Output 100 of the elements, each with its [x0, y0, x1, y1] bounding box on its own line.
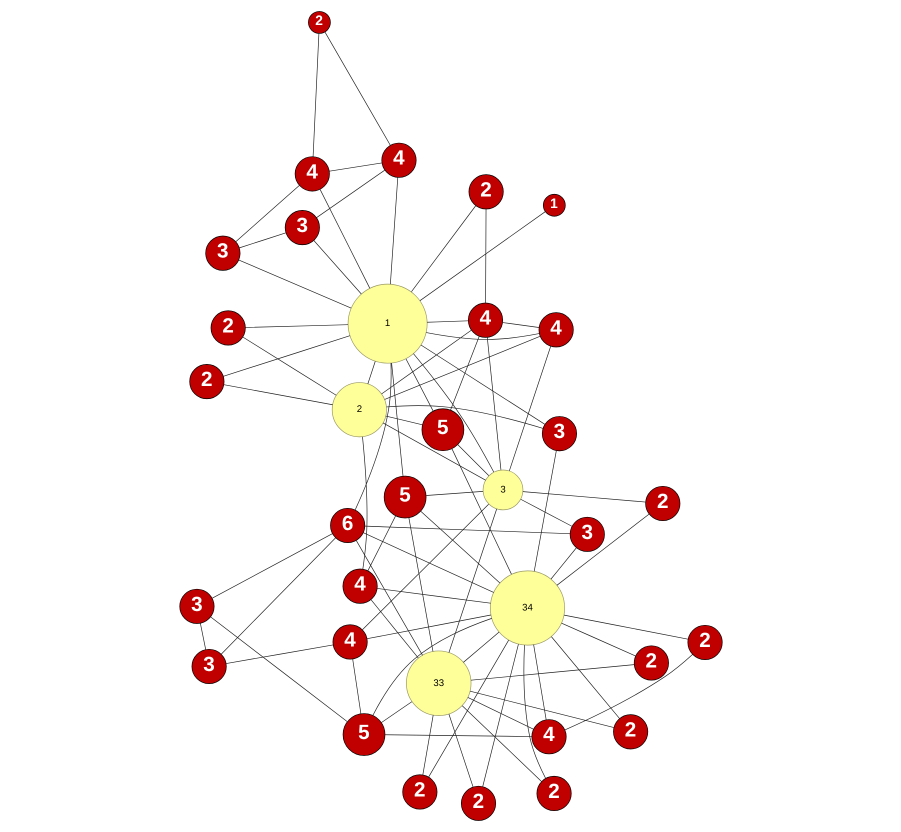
connector	[380, 701, 412, 723]
connector	[451, 448, 512, 575]
node-circle: 2	[633, 645, 668, 681]
node-circle: 4	[380, 142, 416, 178]
node-circle: 1	[542, 194, 566, 217]
node-circle: 4	[294, 156, 330, 192]
connector	[376, 588, 490, 604]
node-circle: 4	[530, 719, 566, 754]
node-circle: 3	[569, 516, 604, 552]
node-circle: 4	[332, 624, 368, 660]
node-circle: 5	[383, 476, 426, 518]
node-circle: 1	[347, 284, 427, 364]
node-circle: 2	[687, 624, 722, 660]
connector	[523, 644, 546, 779]
connector	[522, 491, 646, 502]
connector	[384, 336, 540, 400]
node-circle: 3	[482, 470, 523, 510]
node-circle: 2	[644, 486, 680, 522]
connector	[386, 405, 543, 429]
connector	[324, 32, 390, 146]
connector	[448, 714, 473, 788]
connector	[448, 508, 497, 653]
connector	[563, 614, 688, 640]
node-circle: 3	[178, 588, 214, 624]
node-circle: 2	[402, 774, 437, 810]
connector	[367, 516, 396, 571]
connector	[457, 444, 489, 476]
connector	[520, 498, 572, 527]
node-circle: 2	[460, 786, 496, 821]
connector	[382, 422, 486, 481]
connector	[352, 658, 361, 714]
connector	[502, 322, 539, 328]
node-circle: 34	[490, 570, 564, 646]
connector	[372, 618, 492, 716]
connector	[319, 188, 370, 288]
connector	[550, 636, 620, 719]
connector	[469, 690, 614, 728]
connector	[470, 664, 634, 681]
connector	[405, 358, 433, 412]
connector	[560, 622, 636, 656]
connector	[426, 320, 468, 323]
connector	[533, 450, 556, 572]
connector	[362, 436, 367, 570]
connector	[223, 384, 332, 406]
node-circle: 2	[331, 382, 386, 438]
connector	[419, 211, 545, 302]
node-circle: 2	[468, 174, 504, 210]
node-circle: 6	[330, 508, 365, 544]
connector	[225, 644, 333, 664]
connector	[238, 260, 351, 308]
connector	[244, 324, 348, 328]
connector	[486, 337, 501, 470]
connector	[450, 336, 480, 411]
connector	[362, 532, 494, 593]
connector	[422, 714, 434, 776]
connector	[425, 332, 539, 340]
connector	[312, 33, 319, 157]
node-circle: 4	[342, 568, 378, 604]
connector	[367, 361, 376, 384]
node-circle: 4	[467, 302, 503, 338]
connector	[384, 734, 532, 737]
connector	[328, 162, 382, 172]
node-circle: 2	[612, 714, 648, 750]
connector	[220, 538, 336, 655]
connector	[356, 540, 422, 656]
node-circle: 4	[538, 312, 574, 348]
connector	[380, 330, 472, 394]
connector	[462, 632, 499, 663]
connector	[550, 548, 576, 580]
node-circle: 5	[421, 408, 464, 452]
node-circle: 3	[284, 210, 320, 246]
connector	[390, 177, 398, 284]
connector	[390, 362, 403, 476]
node-circle: 2	[188, 364, 224, 400]
connector	[461, 705, 542, 782]
connector	[238, 232, 286, 248]
node-circle: 2	[210, 310, 246, 346]
connector	[366, 614, 491, 640]
connector	[532, 644, 546, 720]
connector	[410, 205, 476, 292]
node-circle: 3	[541, 416, 576, 452]
connector	[211, 533, 332, 599]
connector	[564, 654, 692, 730]
connector	[420, 510, 500, 584]
connector	[235, 185, 300, 242]
node-circle: 5	[342, 713, 385, 756]
connector	[364, 526, 570, 534]
connector	[362, 504, 488, 630]
node-circle: 2	[308, 11, 330, 34]
connector	[508, 346, 550, 472]
node-circle: 2	[536, 776, 572, 811]
connector	[370, 599, 418, 658]
node-circle: 3	[204, 236, 240, 271]
connector	[425, 491, 483, 496]
connector	[316, 170, 385, 218]
connector	[222, 335, 350, 377]
connector	[200, 622, 206, 650]
connector	[384, 416, 422, 426]
connector	[420, 344, 545, 425]
connector	[210, 616, 347, 722]
